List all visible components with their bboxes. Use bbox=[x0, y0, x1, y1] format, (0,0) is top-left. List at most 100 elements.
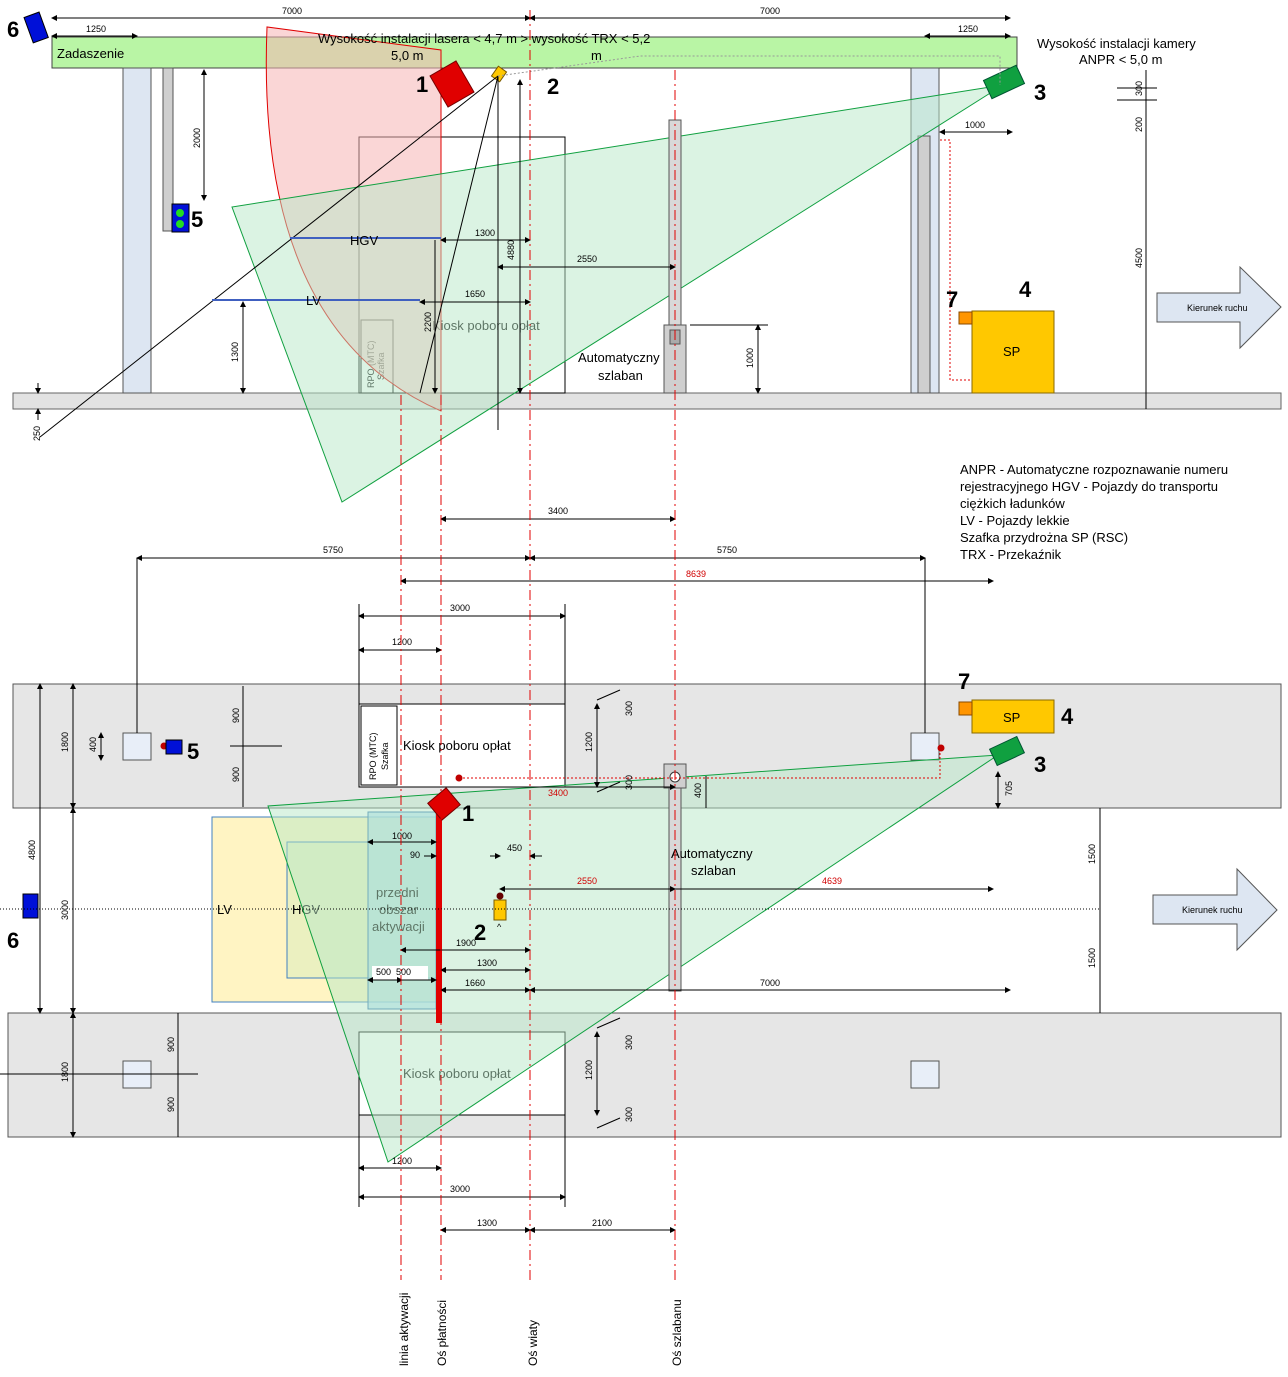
dim-5750-left: 5750 bbox=[323, 545, 343, 555]
laser-scanner-plan-icon bbox=[427, 787, 461, 821]
marker-5-side: 5 bbox=[191, 207, 203, 232]
direction-arrow-plan bbox=[1152, 867, 1278, 952]
leader-300-d bbox=[596, 1117, 621, 1129]
trx-cable-dotted bbox=[497, 55, 1001, 85]
sp-side-label: SP bbox=[1003, 344, 1020, 359]
dim-1250-right: 1250 bbox=[958, 24, 978, 34]
side-view: Zadaszenie Kiosk poboru opłat RPO (MTC) … bbox=[7, 6, 1282, 503]
camera-height-text1: Wysokość instalacji kamery bbox=[1037, 36, 1196, 51]
pillar-bottom-right bbox=[910, 1060, 940, 1089]
dim-500-backdrop bbox=[372, 966, 428, 980]
barrier-plan-label1: Automatyczny bbox=[671, 846, 753, 861]
direction-arrow-side bbox=[1156, 265, 1282, 350]
trx-reader-dot bbox=[496, 892, 504, 900]
canopy-roof bbox=[51, 36, 1018, 69]
kiosk-plan-top-label: Kiosk poboru opłat bbox=[403, 738, 511, 753]
marker-4-side: 4 bbox=[1019, 277, 1032, 302]
trx-antenna-icon bbox=[23, 11, 49, 44]
dim-400: 400 bbox=[88, 737, 98, 752]
leader-300-a bbox=[596, 689, 621, 701]
activation-axis-label: linia aktywacji bbox=[397, 1293, 411, 1366]
cable-route-side bbox=[940, 139, 972, 381]
hgv-side-label: HGV bbox=[350, 233, 379, 248]
dim-900-a: 900 bbox=[231, 708, 241, 723]
dim-1650: 1650 bbox=[465, 289, 485, 299]
dim-5750-right: 5750 bbox=[717, 545, 737, 555]
junction-dot-pillar bbox=[937, 744, 945, 752]
dim-300-d: 300 bbox=[624, 1107, 634, 1122]
dim-250: 250 bbox=[32, 426, 42, 441]
sp-cabinet-plan bbox=[971, 699, 1055, 734]
dim-3400-red: 3400 bbox=[548, 788, 568, 798]
barrier-side-label1: Automatyczny bbox=[578, 350, 660, 365]
signal-pole bbox=[162, 67, 174, 232]
dim-1300-hgv: 1300 bbox=[475, 228, 495, 238]
rsc-marker-plan bbox=[958, 701, 973, 716]
junction-dot-kiosk bbox=[455, 774, 463, 782]
direction-side-label: Kierunek ruchu bbox=[1187, 303, 1248, 313]
roof-label: Zadaszenie bbox=[57, 46, 124, 61]
dim-4639: 4639 bbox=[822, 876, 842, 886]
dim-7000-left: 7000 bbox=[282, 6, 302, 16]
dim-8639: 8639 bbox=[686, 569, 706, 579]
cable-route-plan bbox=[459, 748, 941, 779]
barrier-side-label2: szlaban bbox=[598, 368, 643, 383]
sp-plan-label: SP bbox=[1003, 710, 1020, 725]
dim-300: 300 bbox=[1134, 81, 1144, 96]
dim-7000-right: 7000 bbox=[760, 6, 780, 16]
pillar-top-left bbox=[122, 732, 152, 761]
signal-lamp-bottom bbox=[176, 220, 184, 228]
dim-705: 705 bbox=[1004, 781, 1014, 796]
dim-1200-top: 1200 bbox=[392, 637, 412, 647]
dim-1900: 1900 bbox=[456, 938, 476, 948]
trx-reader-plan-icon bbox=[493, 899, 507, 921]
dim-1000-barrier: 1000 bbox=[745, 348, 755, 368]
dim-300-c: 300 bbox=[624, 1035, 634, 1050]
marker-1-plan: 1 bbox=[462, 801, 474, 826]
left-column bbox=[122, 67, 152, 394]
dim-450: 450 bbox=[507, 843, 522, 853]
dim-1250-left: 1250 bbox=[86, 24, 106, 34]
right-column-inner bbox=[917, 135, 931, 394]
anpr-camera-plan-icon bbox=[988, 735, 1026, 767]
trx-beam-mid bbox=[419, 75, 499, 394]
dim-1300-bottom: 1300 bbox=[477, 1218, 497, 1228]
marker-2-plan: 2 bbox=[474, 920, 486, 945]
dim-7000: 7000 bbox=[760, 978, 780, 988]
marker-2-side: 2 bbox=[547, 74, 559, 99]
marker-3-side: 3 bbox=[1034, 80, 1046, 105]
dim-1300: 1300 bbox=[477, 958, 497, 968]
dim-900-c: 900 bbox=[166, 1037, 176, 1052]
dim-900-d: 900 bbox=[166, 1097, 176, 1112]
rsc-marker-side bbox=[958, 311, 973, 325]
dim-500-a: 500 bbox=[376, 967, 391, 977]
barrier-axis-label: Oś szlabanu bbox=[670, 1299, 684, 1366]
camera-height-text2: ANPR < 5,0 m bbox=[1079, 52, 1162, 67]
direction-plan-label: Kierunek ruchu bbox=[1182, 905, 1243, 915]
trx-beam-left bbox=[39, 75, 499, 438]
marker-7-side: 7 bbox=[946, 287, 958, 312]
dim-2100: 2100 bbox=[592, 1218, 612, 1228]
legend-line-6: TRX - Przekaźnik bbox=[960, 547, 1062, 562]
legend-line-1: ANPR - Automatyczne rozpoznawanie numeru bbox=[960, 462, 1228, 477]
legend-line-5: Szafka przydrożna SP (RSC) bbox=[960, 530, 1128, 545]
marker-5-plan: 5 bbox=[187, 739, 199, 764]
dim-300-b: 300 bbox=[624, 775, 634, 790]
axis-lines: linia aktywacji Oś płatności Oś wiaty Oś… bbox=[397, 10, 684, 1366]
dim-1200-bottom-kiosk: 1200 bbox=[584, 1060, 594, 1080]
ground-slab bbox=[12, 392, 1282, 410]
marker-7-plan: 7 bbox=[958, 669, 970, 694]
dim-1000-cam: 1000 bbox=[965, 120, 985, 130]
dim-400-barrier: 400 bbox=[693, 783, 703, 798]
marker-1-side: 1 bbox=[416, 72, 428, 97]
dim-1200-bottom: 1200 bbox=[392, 1156, 412, 1166]
dim-90: 90 bbox=[410, 850, 420, 860]
signal-lamp-top bbox=[176, 209, 184, 217]
legend-line-4: LV - Pojazdy lekkie bbox=[960, 513, 1070, 528]
trx-antenna-plan-icon bbox=[22, 893, 39, 919]
camera-field-plan bbox=[267, 754, 1000, 1163]
dim-1300-lv: 1300 bbox=[230, 342, 240, 362]
legend-line-3: ciężkich ładunków bbox=[960, 496, 1065, 511]
